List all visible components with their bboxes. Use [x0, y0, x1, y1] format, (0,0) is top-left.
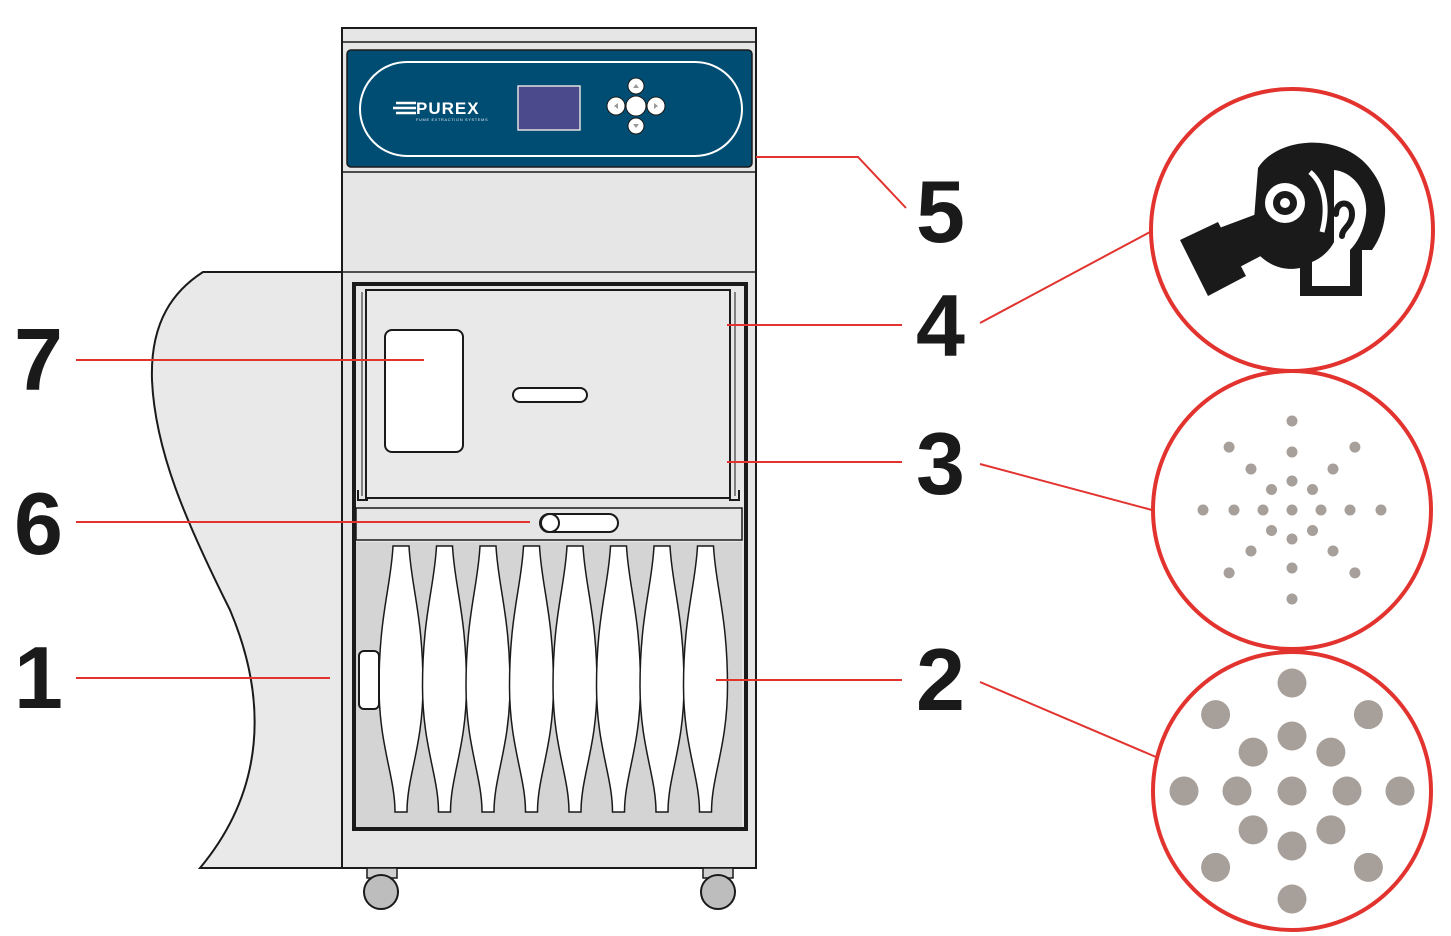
gas-mask-icon — [1180, 142, 1386, 296]
coarse-particle — [1238, 815, 1268, 845]
coarse-particle — [1277, 884, 1307, 914]
fine-particle — [1257, 504, 1269, 516]
gas-mask-filter-canister — [1180, 222, 1246, 296]
leader-line-5 — [756, 156, 907, 209]
coarse-particle — [1222, 776, 1252, 806]
coarse-particles-icon — [1169, 668, 1415, 914]
fine-particle — [1327, 545, 1339, 557]
drawer-bracket-right — [729, 490, 740, 501]
fine-particles-icon — [1197, 415, 1387, 605]
coarse-particle — [1201, 852, 1231, 882]
fine-particle — [1307, 525, 1318, 536]
control-panel-inset — [359, 61, 743, 157]
fine-particle — [1286, 475, 1298, 487]
caster-wheel-left — [363, 874, 399, 910]
brand-logo-mark — [393, 101, 416, 115]
filter-bag — [552, 545, 598, 813]
coarse-particle — [1353, 852, 1383, 882]
leader-lines — [76, 156, 1157, 758]
fine-particle — [1375, 504, 1387, 516]
leader-fine-particles — [979, 463, 1153, 511]
fine-particle — [1349, 441, 1361, 453]
filter-bag — [465, 545, 511, 813]
brand-logo: PUREX FUME EXTRACTION SYSTEMS — [393, 99, 488, 122]
fine-particle — [1349, 567, 1361, 579]
filter-bag — [682, 545, 729, 813]
fine-particle — [1286, 415, 1298, 427]
fine-particle — [1286, 504, 1298, 516]
fine-particle — [1223, 567, 1235, 579]
brand-tagline: FUME EXTRACTION SYSTEMS — [416, 117, 488, 122]
filter-bag — [595, 545, 642, 813]
caster-wheels — [363, 867, 736, 910]
latch-knob[interactable] — [540, 513, 560, 533]
callout-6: 6 — [14, 474, 63, 573]
leader-coarse-particles — [979, 681, 1157, 758]
brand-name: PUREX — [416, 99, 480, 118]
fine-particle — [1245, 545, 1257, 557]
caster-wheel-right — [700, 874, 736, 910]
coarse-particle — [1316, 737, 1346, 767]
arrow-up-icon — [633, 84, 639, 88]
side-fabric-panel — [150, 271, 343, 869]
callout-1: 1 — [14, 628, 63, 727]
fine-particle — [1266, 484, 1277, 495]
gas-mask-face-cutout — [1312, 170, 1367, 286]
coarse-particle — [1353, 700, 1383, 730]
fine-particle — [1344, 504, 1356, 516]
callout-4: 4 — [916, 276, 965, 375]
coarse-particle — [1277, 668, 1307, 698]
gas-mask-eye-center — [1280, 198, 1290, 208]
filter-bag — [378, 545, 424, 813]
fine-particle — [1286, 446, 1298, 458]
arrow-left-icon — [614, 103, 618, 109]
coarse-particle — [1332, 776, 1362, 806]
door-frame — [352, 282, 748, 831]
drawer-handle[interactable] — [512, 387, 588, 403]
drawer-bracket-left — [357, 490, 368, 501]
coarse-particle — [1385, 776, 1415, 806]
arrow-right-icon — [654, 103, 658, 109]
coarse-particle — [1169, 776, 1199, 806]
fine-particle — [1286, 562, 1298, 574]
fine-particle — [1223, 441, 1235, 453]
fine-particle — [1307, 484, 1318, 495]
fine-particle — [1228, 504, 1240, 516]
fine-particle — [1315, 504, 1327, 516]
fine-particle — [1197, 504, 1209, 516]
fine-particle — [1327, 463, 1339, 475]
fine-particle — [1286, 593, 1298, 605]
fine-particle — [1266, 525, 1277, 536]
coarse-particle — [1316, 815, 1346, 845]
control-keypad — [606, 77, 666, 135]
filter-bag — [639, 545, 685, 813]
callout-5: 5 — [916, 162, 965, 261]
coarse-particle — [1201, 700, 1231, 730]
callout-3: 3 — [916, 414, 965, 513]
filter-bag — [508, 545, 555, 813]
center-button[interactable] — [625, 95, 647, 117]
coarse-particle — [1238, 737, 1268, 767]
gas-mask-filter-neck — [1214, 212, 1276, 270]
coarse-particle — [1277, 721, 1307, 751]
display-screen — [517, 85, 581, 131]
fine-particle — [1286, 533, 1298, 545]
callout-7: 7 — [14, 310, 63, 409]
bay-door-latch[interactable] — [358, 650, 380, 710]
coarse-particle — [1277, 776, 1307, 806]
fine-particle — [1245, 463, 1257, 475]
gas-mask-strap — [1308, 170, 1328, 233]
label-plate — [384, 329, 464, 453]
leader-gas-mask — [979, 231, 1151, 324]
coarse-particle — [1277, 831, 1307, 861]
arrow-down-icon — [633, 124, 639, 128]
filter-bags — [378, 545, 729, 813]
gas-mask-ear — [1333, 200, 1356, 239]
filter-bag — [421, 545, 468, 813]
callout-2: 2 — [916, 630, 965, 729]
